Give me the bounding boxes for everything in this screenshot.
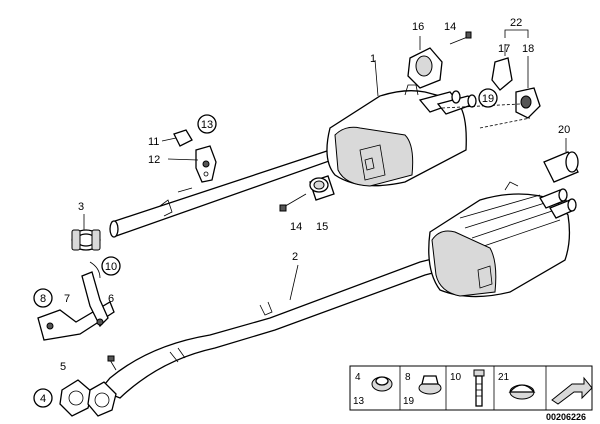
bracket-12 xyxy=(161,129,217,183)
label-22: 22 xyxy=(510,17,522,29)
label-14-lower: 14 xyxy=(290,221,302,233)
marker-4-circle xyxy=(33,388,53,408)
front-pipe xyxy=(109,149,333,238)
rear-silencer xyxy=(428,181,577,298)
marker-13-circle xyxy=(197,114,217,134)
label-1: 1 xyxy=(370,53,376,65)
legend-cell-2-bottom: 19 xyxy=(403,396,415,407)
legend-cell-3-top: 10 xyxy=(450,372,462,383)
label-4: 4 xyxy=(40,393,46,405)
label-3: 3 xyxy=(78,201,84,213)
brackets-6-7 xyxy=(37,261,115,341)
reference-number: 00206226 xyxy=(546,412,586,422)
shield-16 xyxy=(407,31,472,89)
label-11: 11 xyxy=(148,136,159,148)
marker-19-circle xyxy=(478,88,498,108)
nut-icon xyxy=(371,376,393,392)
arrow-icon xyxy=(551,376,593,405)
flange-nut-icon xyxy=(418,375,442,395)
legend-cell-2-top: 8 xyxy=(405,372,411,383)
label-12: 12 xyxy=(148,154,160,166)
bolt-icon xyxy=(473,369,485,407)
label-13: 13 xyxy=(201,119,213,131)
legend-cell-1-bottom: 13 xyxy=(353,396,365,407)
label-16: 16 xyxy=(412,21,424,33)
flange-gasket xyxy=(59,355,117,417)
cap-icon xyxy=(508,384,536,400)
label-15: 15 xyxy=(316,221,328,233)
rubber-mount-15 xyxy=(279,175,335,212)
marker-8-circle xyxy=(33,288,53,308)
legend-cell-4-top: 21 xyxy=(498,372,510,383)
clamp-3 xyxy=(71,214,101,251)
legend-cell-1-top: 4 xyxy=(355,372,361,383)
marker-10-circle xyxy=(101,256,121,276)
tail-trim-20 xyxy=(543,138,579,183)
label-10: 10 xyxy=(105,261,117,273)
label-8: 8 xyxy=(40,293,46,305)
legend-box: 4 13 8 19 10 21 xyxy=(349,365,593,411)
label-20: 20 xyxy=(558,124,570,136)
hanger-17-18 xyxy=(441,29,541,129)
label-2: 2 xyxy=(292,251,298,263)
label-18: 18 xyxy=(522,43,534,55)
label-14-upper: 14 xyxy=(444,21,456,33)
label-17: 17 xyxy=(498,43,510,55)
label-19: 19 xyxy=(482,93,494,105)
front-silencer xyxy=(326,59,477,187)
label-6: 6 xyxy=(108,293,114,305)
label-7: 7 xyxy=(64,293,70,305)
label-5: 5 xyxy=(60,361,66,373)
